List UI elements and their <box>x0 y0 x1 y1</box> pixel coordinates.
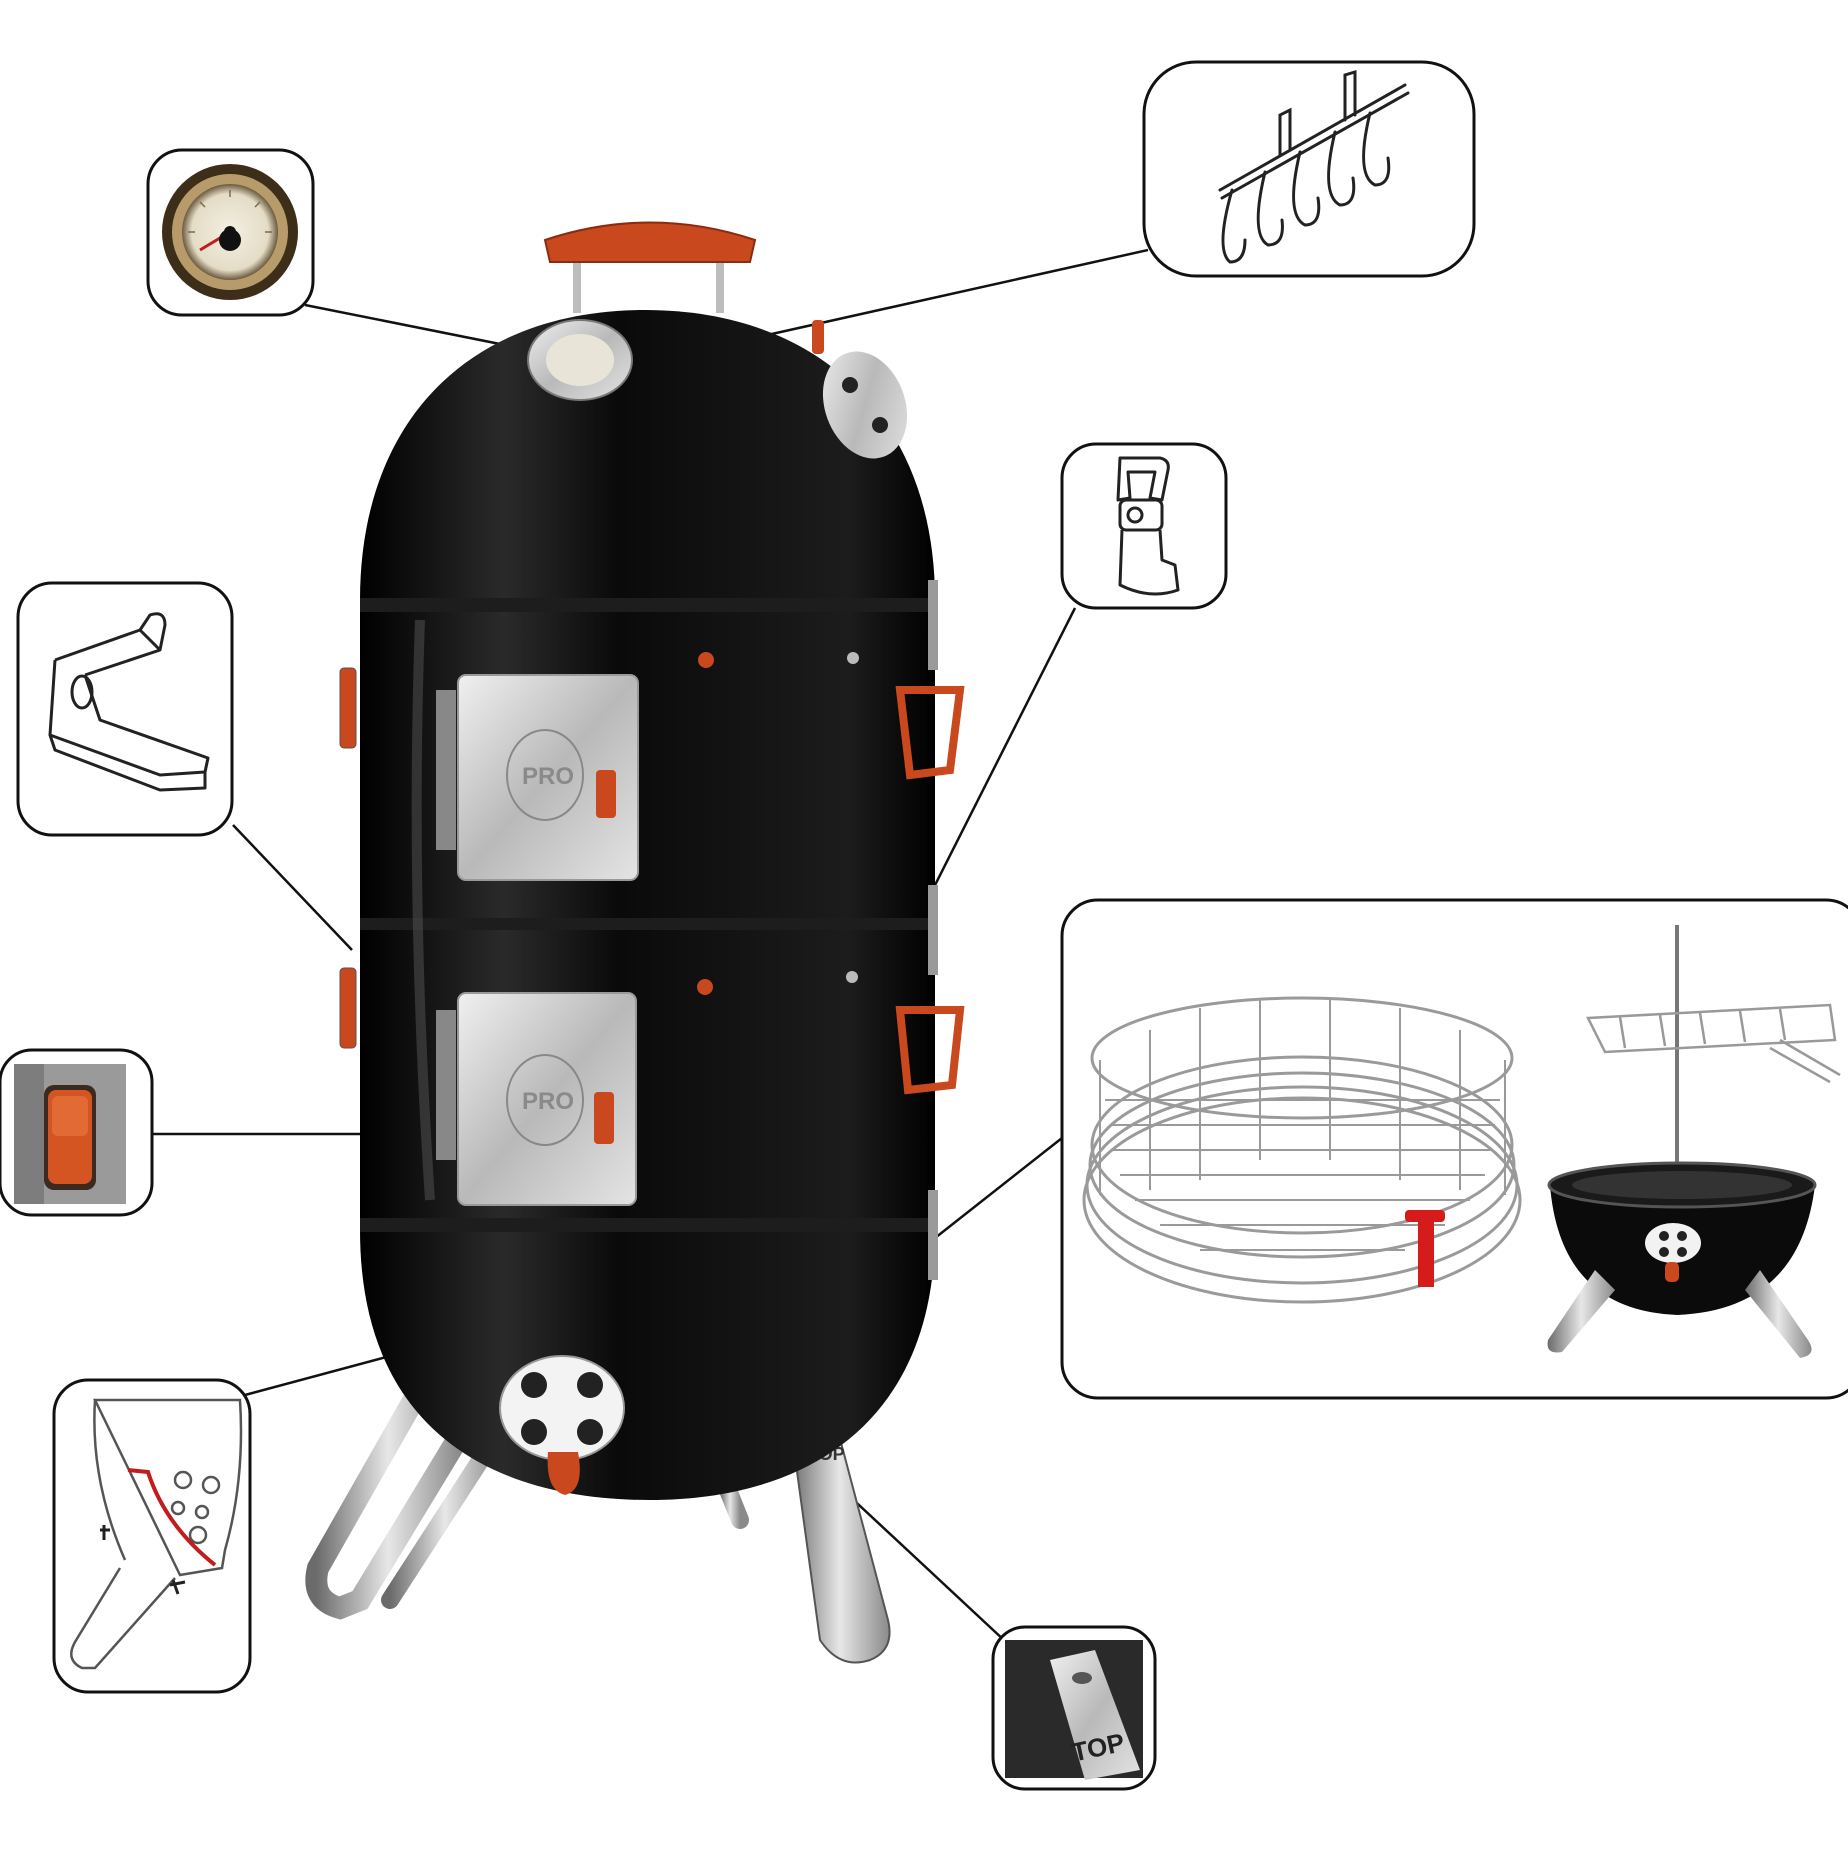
leader-latch <box>928 607 1077 896</box>
lid-vent-hole <box>842 377 858 393</box>
callout-thermometer <box>146 148 315 317</box>
band-middle <box>360 918 935 930</box>
lower-door-handle <box>594 1092 614 1144</box>
callout-hook-rack <box>1142 60 1476 278</box>
upper-door: PRO <box>436 674 639 881</box>
leader-bracket <box>232 824 353 951</box>
leader-charcoal-basket <box>934 1137 1063 1239</box>
handle-grip <box>543 221 757 263</box>
handle-post-left <box>573 258 581 313</box>
upper-door-badge-text: PRO <box>522 763 574 790</box>
smoker-product: TOP P <box>305 221 965 1664</box>
lower-screw <box>846 971 858 983</box>
lower-door-badge-text: PRO <box>522 1088 574 1115</box>
leg-top-icon: TOP <box>1005 1640 1143 1780</box>
upper-door-hinge <box>436 690 456 850</box>
side-latch-left-upper <box>339 667 357 749</box>
lid-vent-hole <box>872 417 888 433</box>
callout-latch-frame <box>1060 442 1228 610</box>
side-clip-right-1 <box>928 580 938 670</box>
side-latches <box>339 580 965 1280</box>
door-handle-icon <box>14 1064 126 1204</box>
charcoal-basket-icon <box>1082 996 1522 1304</box>
lid-thermometer <box>527 319 633 401</box>
callout-latch <box>1060 442 1228 610</box>
vent-cover-icon <box>70 1398 243 1670</box>
callout-door-handle <box>0 1048 154 1217</box>
lid-vent-plate <box>822 351 908 459</box>
thermometer-icon <box>162 164 298 300</box>
upper-door-handle <box>596 770 616 818</box>
bottom-vent-hole <box>521 1419 547 1445</box>
upper-door-badge <box>506 729 584 821</box>
leg-left <box>305 1369 471 1620</box>
bottom-vent-plate <box>499 1355 625 1461</box>
lower-door-panel <box>457 992 637 1206</box>
callout-leg-top: TOP <box>991 1625 1157 1791</box>
callout-charcoal-basket <box>1060 898 1848 1400</box>
side-latch-left-lower <box>339 967 357 1049</box>
callout-bracket <box>16 581 234 837</box>
lower-door: PRO <box>436 992 637 1206</box>
lower-door-hinge <box>436 1010 456 1160</box>
callout-vent-cover-frame <box>52 1378 252 1694</box>
bottom-vent-hole <box>577 1419 603 1445</box>
upper-screw <box>847 652 859 664</box>
band-lower <box>360 1218 935 1232</box>
top-handle <box>543 221 757 313</box>
callout-hook-rack-frame <box>1142 60 1476 278</box>
bottom-vent-tab <box>547 1452 580 1495</box>
lid-vent-tab <box>812 320 824 354</box>
upper-vent-dot <box>698 652 714 668</box>
bottom-vent <box>499 1355 625 1495</box>
bracket-icon <box>48 612 210 792</box>
callout-bracket-frame <box>16 581 234 837</box>
mini-grill-icon <box>1547 925 1841 1358</box>
bottom-vent-hole <box>521 1372 547 1398</box>
lower-door-badge <box>506 1054 584 1146</box>
upper-door-panel <box>457 674 639 881</box>
leader-leg-top <box>829 1477 1007 1643</box>
lower-vent-dot <box>697 979 713 995</box>
hook-rack-icon <box>1218 69 1410 264</box>
side-clip-right-2 <box>928 885 938 975</box>
body-highlight <box>411 619 435 1201</box>
smoker-body <box>360 310 935 1500</box>
bottom-vent-hole <box>577 1372 603 1398</box>
lid-thermometer-face <box>546 334 614 386</box>
side-latch-right-upper <box>895 686 965 780</box>
band-upper <box>360 598 935 612</box>
side-latch-right-lower <box>895 1006 965 1095</box>
lid-vent <box>812 320 908 459</box>
side-clip-right-3 <box>928 1190 938 1280</box>
handle-post-right <box>716 258 724 313</box>
callout-vent-cover <box>52 1378 252 1694</box>
latch-icon <box>1116 456 1180 596</box>
leg-right <box>788 1419 891 1664</box>
leader-hook-rack <box>699 248 1149 352</box>
